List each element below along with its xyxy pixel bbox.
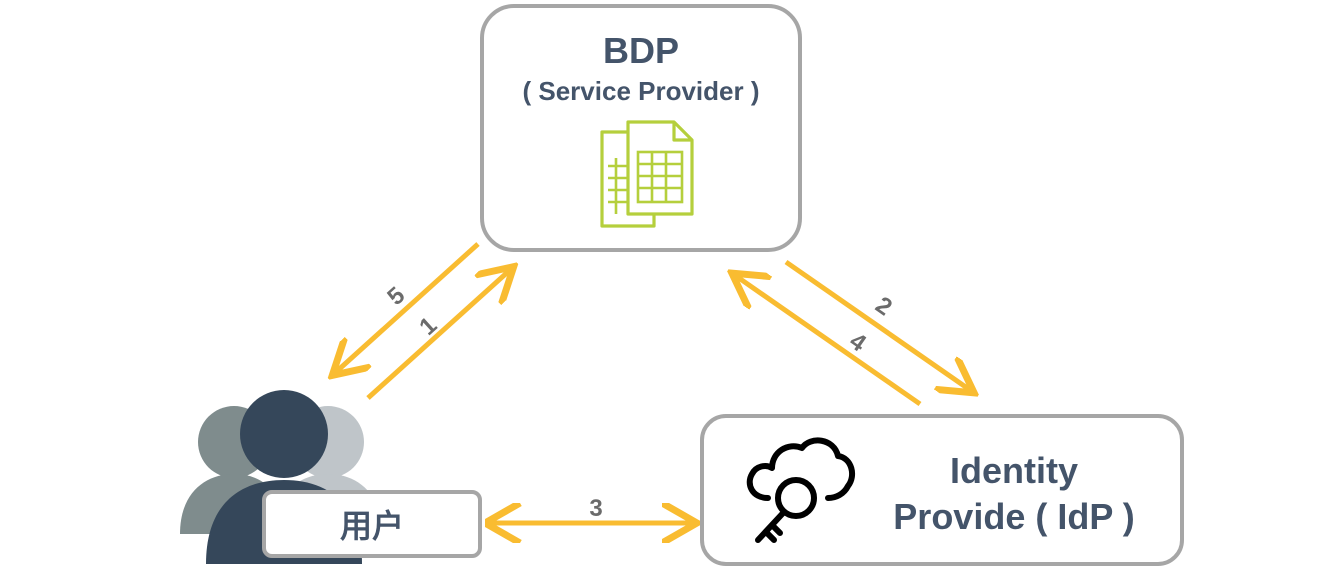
service-provider-box: BDP ( Service Provider ) bbox=[480, 4, 802, 252]
arrow-step-4 bbox=[736, 276, 922, 407]
user-label-box: 用户 bbox=[262, 490, 482, 558]
identity-provider-title-line2: Provide ( IdP ) bbox=[893, 496, 1135, 537]
arrow-step-5 bbox=[336, 242, 480, 372]
cloud-key-icon bbox=[746, 437, 856, 543]
step-label-2: 2 bbox=[870, 292, 896, 322]
spreadsheet-documents-icon bbox=[600, 120, 694, 228]
identity-provider-title-line1: Identity bbox=[949, 450, 1078, 491]
service-provider-subtitle: ( Service Provider ) bbox=[522, 76, 760, 106]
step-label-3: 3 bbox=[589, 495, 602, 522]
user-label: 用户 bbox=[339, 507, 404, 545]
arrow-step-2 bbox=[784, 259, 970, 390]
identity-provider-box: Identity Provide ( IdP ) bbox=[700, 414, 1184, 566]
service-provider-title: BDP bbox=[602, 30, 679, 71]
arrow-step-1 bbox=[366, 270, 510, 400]
